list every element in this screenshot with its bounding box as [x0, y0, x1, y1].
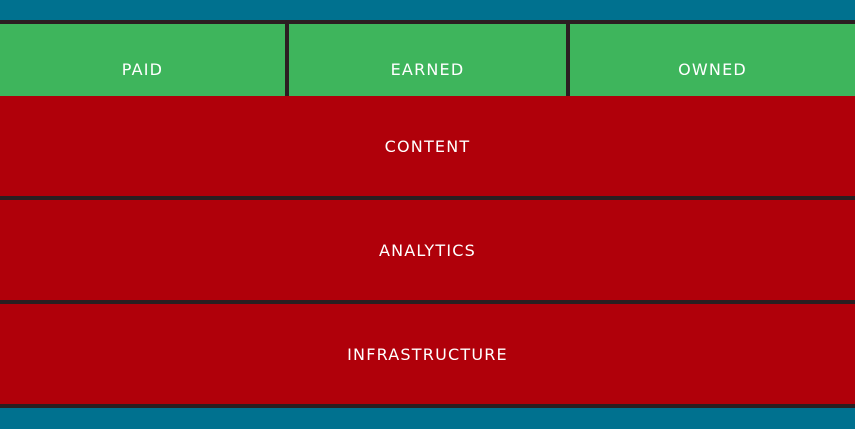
earned-label: EARNED	[390, 59, 465, 79]
owned-label: OWNED	[678, 59, 747, 79]
layer-stack-diagram: PAID EARNED OWNED CONTENT ANALYTICS INFR…	[0, 20, 855, 408]
content-layer: CONTENT	[0, 96, 855, 196]
analytics-label: ANALYTICS	[378, 240, 477, 260]
content-label: CONTENT	[384, 136, 471, 156]
analytics-layer: ANALYTICS	[0, 200, 855, 300]
paid-label: PAID	[121, 59, 164, 79]
infrastructure-label: INFRASTRUCTURE	[347, 344, 508, 364]
infrastructure-layer: INFRASTRUCTURE	[0, 304, 855, 404]
